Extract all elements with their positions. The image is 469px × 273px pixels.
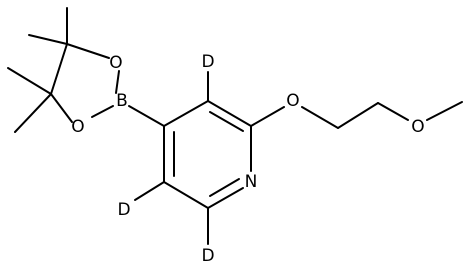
atom-nitrogen: N — [245, 172, 258, 192]
bond-c2-o — [250, 106, 285, 127]
atom-oxygen-ether: O — [286, 91, 299, 111]
atom-oxygen-ring-lower: O — [71, 117, 84, 137]
bond-c4-b — [128, 105, 165, 127]
bond-n-c6-inner — [209, 178, 240, 197]
bond-methyl-2 — [28, 34, 68, 45]
atom-oxygen-methoxy: O — [411, 117, 424, 137]
bond-o-upper-c — [66, 43, 110, 59]
bond-b-o-upper — [115, 70, 120, 94]
atom-deuterium-left: D — [117, 200, 130, 220]
bond-b-o-lower — [91, 105, 114, 118]
bond-c3-c2-inner — [209, 111, 244, 132]
atom-boron: B — [116, 91, 128, 111]
methoxyethoxy-chain — [250, 101, 463, 129]
bond-c4-c3 — [163, 100, 209, 127]
atom-oxygen-ring-upper: O — [109, 53, 122, 73]
bond-c6-c5 — [163, 181, 209, 209]
bond-o-lower-c — [50, 93, 73, 123]
bond-o-ch2 — [301, 106, 339, 129]
atom-deuterium-top: D — [201, 52, 214, 72]
pyridine-ring — [163, 100, 252, 209]
bond-ch2-o — [377, 102, 409, 121]
bond-methyl-4 — [14, 93, 52, 133]
bond-ch2-ch2 — [337, 102, 379, 129]
bond-c5-d — [134, 181, 165, 201]
pinacol-boronate — [7, 7, 165, 133]
bond-c-c-ring — [50, 43, 68, 95]
bond-o-ch3 — [426, 101, 463, 121]
atom-deuterium-bottom: D — [201, 246, 214, 266]
bond-methyl-3 — [7, 67, 52, 95]
bond-n-c6 — [207, 187, 244, 209]
bond-c3-c2 — [207, 100, 252, 127]
